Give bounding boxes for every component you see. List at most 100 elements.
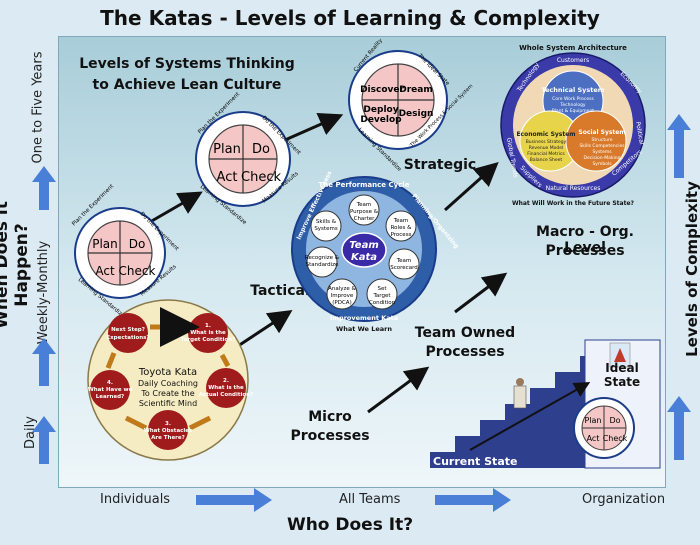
pdca1-check: Check: [119, 264, 156, 278]
ws-title: Whole System Architecture: [519, 44, 627, 52]
label-micro-1: Micro: [308, 409, 352, 425]
pdca2-plan: Plan: [213, 142, 241, 157]
ideal-state-label-1: Ideal: [605, 361, 638, 375]
kata-step-1a: 1.: [205, 323, 211, 329]
pdca-ideal-check: Check: [603, 434, 628, 443]
label-micro-2: Processes: [290, 428, 370, 444]
team-node-3b: Scorecard: [390, 265, 417, 271]
label-team-owned-1: Team Owned: [414, 325, 516, 341]
pdca-ideal-plan: Plan: [584, 416, 601, 425]
x-level-org: Organization: [582, 492, 666, 507]
pdca2-act: Act: [217, 170, 238, 185]
kata-step-1c: Target Condition?: [181, 337, 236, 343]
kata-step-4b: What Have we: [88, 387, 133, 393]
team-kata-center-2: Kata: [351, 252, 377, 263]
right-axis-arrows: [667, 114, 691, 460]
ws-technical-3: Plant & Equipment: [552, 108, 594, 114]
x-level-teams: All Teams: [339, 492, 401, 507]
team-node-5b: Improve: [331, 293, 354, 299]
label-strategic: Strategic: [403, 157, 477, 173]
kata-step-0a: Next Step?: [111, 327, 145, 333]
pdca1-do: Do: [129, 237, 146, 251]
ws-social-3: Systems: [592, 149, 612, 155]
team-node-6a: Recognize &: [305, 255, 340, 261]
kata-step-2a: 2.: [223, 378, 229, 384]
connector-arrows: [149, 113, 508, 414]
kata-step-3c: Are There?: [151, 435, 185, 441]
kata-center-line3: Scientific Mind: [139, 399, 197, 408]
label-macro-1: Macro - Org. Level: [536, 224, 634, 256]
ws-ring-natural: Natural Resources: [546, 185, 601, 192]
team-node-1a: Team: [356, 202, 372, 208]
kata-step-2c: Actual Condition?: [199, 392, 254, 398]
team-node-3a: Team: [396, 258, 412, 264]
ws-ring-customers: Customers: [557, 57, 589, 64]
team-node-4c: Condition: [369, 300, 396, 306]
pdca1-plan: Plan: [92, 237, 118, 251]
pdca-circle-2: Plan Do Act Check Plan the Experiment Do…: [195, 91, 302, 226]
whole-system-circle: Technical System Core Work Process Techn…: [500, 44, 646, 207]
ws-social-5: Symbols: [592, 161, 612, 167]
ws-technical-2: Technology: [559, 102, 586, 108]
label-macro-2: Processes: [545, 243, 625, 259]
ddd-deploy: Deploy: [363, 105, 398, 115]
team-kata-circle: Team Kata Team Purpose & Charter Team Ro…: [291, 170, 460, 333]
left-axis-arrows: [32, 166, 56, 464]
pdca1-act: Act: [95, 264, 115, 278]
bottom-axis-arrows: [196, 488, 511, 512]
team-node-6b: Standardize: [306, 262, 339, 268]
ws-ring-political: Political: [634, 121, 645, 145]
kata-step-4a: 4.: [107, 380, 113, 386]
kata-step-3b: What Obstacles: [144, 428, 193, 434]
subtitle-line-2: to Achieve Lean Culture: [92, 77, 282, 93]
toyota-kata-circle: Next Step? Expectations? 1. What is the …: [87, 299, 254, 461]
ws-economic-2: Revenue Model: [529, 145, 564, 151]
team-kata-center-1: Team: [349, 240, 378, 251]
team-node-5c: (PDCA): [332, 300, 351, 306]
ideal-state-label-2: State: [604, 375, 640, 389]
team-node-2b: Roles &: [391, 225, 412, 231]
ws-social-2: Skills Competencies: [579, 143, 625, 149]
ws-social-1: Structure: [592, 137, 613, 143]
ws-economic-4: Balance Sheet: [530, 157, 563, 163]
ddd-develop: Develop: [360, 115, 402, 125]
pdca2-do: Do: [252, 142, 270, 157]
pdca-ideal-act: Act: [587, 434, 600, 443]
kata-step-2b: What is the: [208, 385, 244, 391]
team-node-7a: Skills &: [316, 219, 337, 225]
ddd-design: Design: [399, 109, 434, 119]
ws-economic-1: Business Strategy: [526, 139, 567, 145]
x-axis-title: Who Does It?: [286, 515, 414, 535]
pdca-circle-ideal: Plan Do Act Check: [573, 397, 635, 459]
ws-social-title: Social System: [578, 129, 625, 136]
team-ring-inner-bottom: Improvement Kata: [330, 314, 398, 322]
label-tactical: Tactical: [250, 283, 310, 299]
kata-step-1b: What is the: [190, 330, 226, 336]
kata-center-line1: Daily Coaching: [138, 379, 198, 388]
ddd-discover: Discover: [360, 85, 404, 95]
ws-economic-title: Economic System: [516, 131, 575, 138]
pdca-circle-1: Plan Do Act Check Plan the Experiment Do…: [71, 183, 180, 320]
ws-technical-1: Core Work Process: [552, 96, 594, 102]
ws-social-4: Decision-Making: [584, 155, 621, 161]
label-team-owned-2: Processes: [425, 344, 505, 360]
team-node-7b: Systems: [314, 226, 338, 232]
x-level-individuals: Individuals: [100, 492, 171, 507]
pdca2-check: Check: [241, 170, 281, 185]
kata-step-4c: Learned?: [96, 394, 124, 400]
ws-ring-future: What Will Work in the Future State?: [512, 200, 635, 207]
subtitle-line-1: Levels of Systems Thinking: [79, 56, 295, 72]
team-node-2c: Process: [391, 232, 412, 238]
team-ring-top: The Performance Cycle: [319, 181, 410, 189]
diagram-title: The Katas - Levels of Learning & Complex…: [100, 6, 600, 30]
pdca-ideal-do: Do: [609, 416, 620, 425]
team-node-1c: Charter: [354, 216, 375, 222]
current-state-label: Current State: [433, 455, 517, 468]
team-node-5a: Analyze &: [328, 286, 356, 292]
kata-step-3a: 3.: [165, 421, 171, 427]
ws-technical-title: Technical System: [541, 86, 604, 94]
ddd-circle: Discover Dream Deploy Develop Design Cur…: [348, 37, 474, 173]
ws-economic-3: Financial Metrics: [527, 151, 565, 157]
